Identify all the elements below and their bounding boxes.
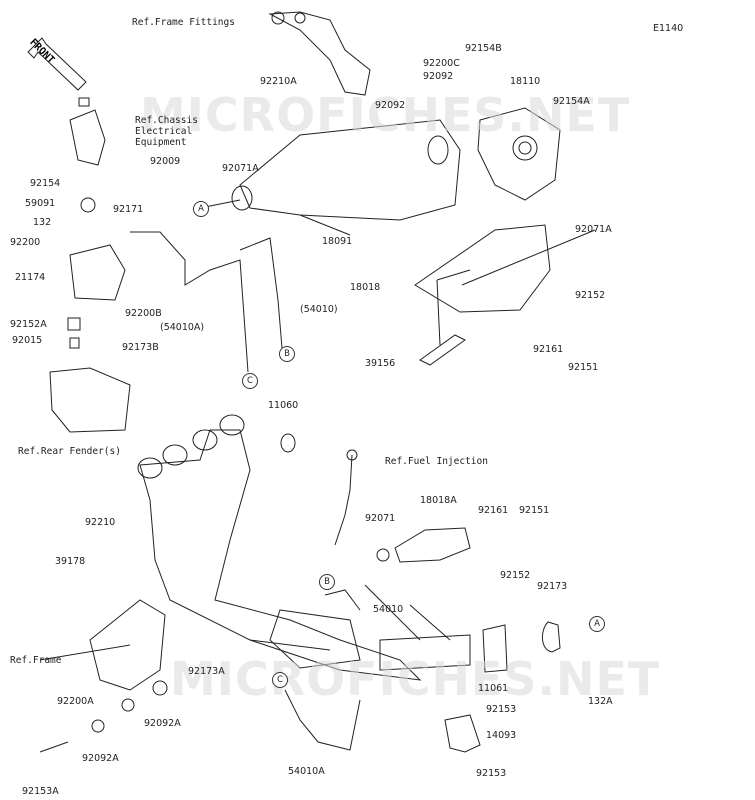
part-label: 92210 [85,517,116,528]
part-label: 92171 [113,204,144,215]
part-label: 92153 [486,704,517,715]
connector-pipe-11061 [482,624,508,673]
clamp-92173 [542,621,561,653]
part-label: 92071 [365,513,396,524]
frame-fitting-bracket [268,11,371,96]
ref-chassis-electrical: Ref.Chassis Electrical Equipment [135,115,198,148]
part-label: 92154B [465,43,502,54]
cable-54010A [284,689,361,751]
part-label: 132 [33,217,52,228]
watermark: MICROFICHES.NET [170,652,661,706]
callout-b: B [319,574,335,590]
part-label: 92015 [12,335,43,346]
part-label: 92152A [10,319,47,330]
ref-frame: Ref.Frame [10,655,62,666]
part-label: 92151 [568,362,599,373]
part-label: 132A [588,696,613,707]
part-label: 59091 [25,198,56,209]
part-label: 92200C [423,58,460,69]
part-label: 54010A [288,766,325,777]
ref-frame-fittings: Ref.Frame Fittings [132,17,235,28]
cover-14093 [444,714,481,753]
part-label: 39178 [55,556,86,567]
part-label: 92210A [260,76,297,87]
watermark: MICROFICHES.NET [140,88,631,142]
part-label: 92200A [57,696,94,707]
ref-fuel-injection: Ref.Fuel Injection [385,456,488,467]
part-label: 92152 [575,290,606,301]
part-label: 92154A [553,96,590,107]
chassis-bracket [69,109,106,166]
front-arrow-icon [27,37,87,91]
part-label: 92092 [375,100,406,111]
part-label: 92151 [519,505,550,516]
part-label: 92152 [500,570,531,581]
part-label: 92071A [222,163,259,174]
part-label: 92009 [150,156,181,167]
end-cap-18110 [477,107,561,201]
callout-c: C [272,672,288,688]
part-label: 92173A [188,666,225,677]
part-label: 92153 [476,768,507,779]
part-label: 18018A [420,495,457,506]
frame-bracket-lower [89,599,166,691]
part-label: 39156 [365,358,396,369]
callout-a: A [193,201,209,217]
gasket-11060 [280,433,296,453]
heat-guard-18018A [394,527,471,563]
part-label: 92173 [537,581,568,592]
part-label: 92153A [22,786,59,797]
muffler-18091 [239,119,461,221]
part-label: (54010A) [160,322,205,333]
part-label: 92092A [144,718,181,729]
part-label: 92173B [122,342,159,353]
part-label: 92200B [125,308,162,319]
sensor-wire [334,454,353,546]
ref-rear-fender: Ref.Rear Fender(s) [18,446,121,457]
cable-54010 [130,231,249,373]
rear-fender-piece [49,367,131,433]
callout-a: A [589,616,605,632]
part-label: 11061 [478,683,509,694]
part-label: 14093 [486,730,517,741]
diagram-code: E1140 [653,23,684,34]
part-label: 92200 [10,237,41,248]
part-label: 92092 [423,71,454,82]
part-label: 18091 [322,236,353,247]
part-label: 92092A [82,753,119,764]
pad-39156 [419,334,466,366]
part-label: (54010) [300,304,338,315]
callout-b: B [279,346,295,362]
part-label: 92161 [533,344,564,355]
part-label: 92071A [575,224,612,235]
part-label: 11060 [268,400,299,411]
part-label: 18018 [350,282,381,293]
header-pipes-39178 [139,429,422,681]
part-label: 92154 [30,178,61,189]
pre-chamber [269,609,361,669]
heat-guard-18018 [414,224,551,313]
callout-c: C [242,373,258,389]
part-label: 18110 [510,76,541,87]
part-label: 92161 [478,505,509,516]
valve-actuator [69,244,126,301]
part-label: 21174 [15,272,46,283]
part-label: 54010 [373,604,404,615]
